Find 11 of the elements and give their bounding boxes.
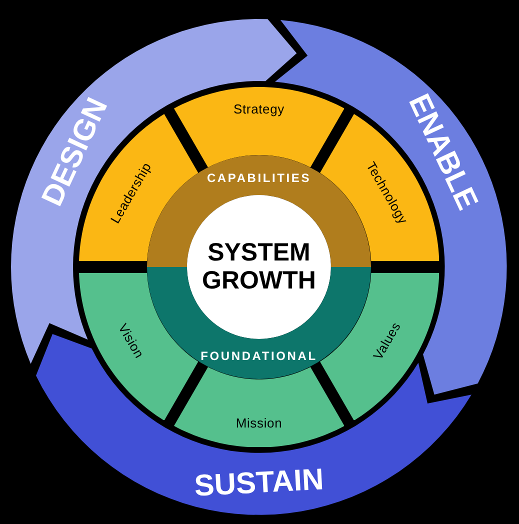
stage-label: SUSTAIN <box>193 462 325 505</box>
segment-wedge <box>320 272 439 420</box>
segment-label: Mission <box>236 414 282 432</box>
segment-wedge <box>79 272 198 420</box>
ring-label: FOUNDATIONAL <box>200 348 318 365</box>
center-title: SYSTEM GROWTH <box>201 240 317 294</box>
segment-wedge <box>174 87 344 168</box>
segment-label: Strategy <box>233 100 284 118</box>
ring-label: CAPABILITIES <box>206 170 312 187</box>
segment-wedge <box>174 366 344 447</box>
half-ring <box>147 267 371 379</box>
